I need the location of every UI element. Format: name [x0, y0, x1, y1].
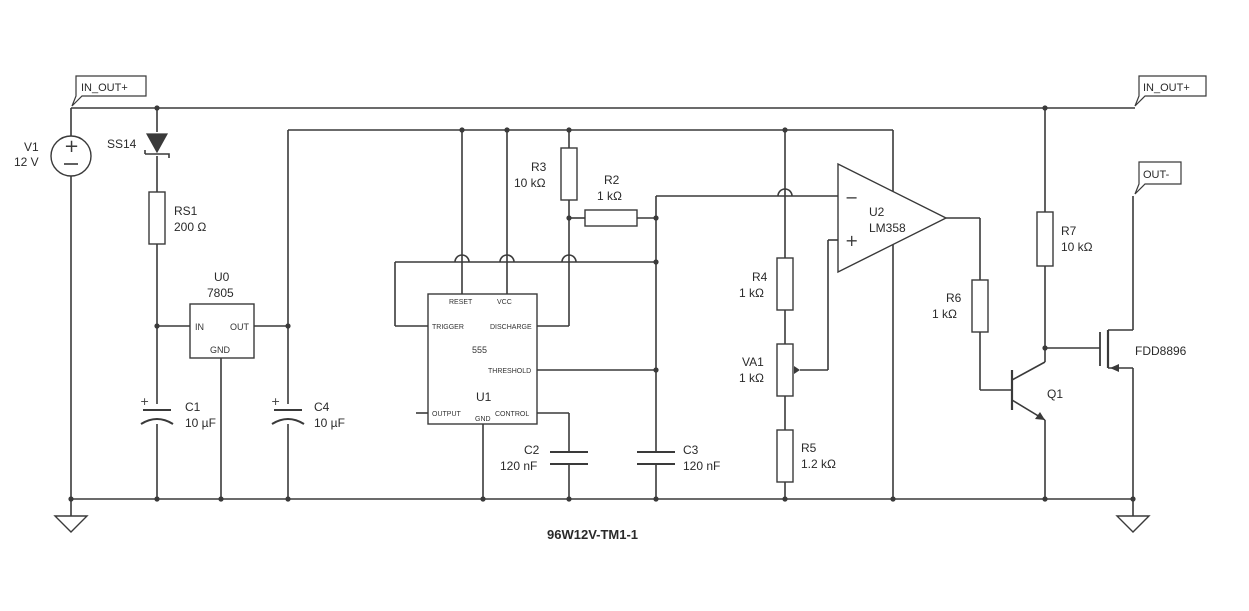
ground-symbol-right — [1115, 499, 1151, 533]
potentiometer-va1[interactable]: VA1 1 kΩ — [739, 343, 800, 397]
component-ref: VA1 — [742, 355, 764, 369]
mosfet-fdd8896[interactable]: FDD8896 — [1099, 329, 1187, 372]
plus-icon: + — [845, 231, 858, 250]
resistor-rs1[interactable]: RS1 200 Ω — [148, 191, 206, 245]
net-label-text: OUT- — [1143, 169, 1170, 181]
minus-icon: − — [845, 188, 858, 207]
regulator-u0[interactable]: U0 7805 IN OUT GND — [189, 270, 255, 359]
schematic-title: 96W12V-TM1-1 — [547, 527, 638, 542]
pin-label: TRIGGER — [432, 324, 464, 331]
component-ref: R2 — [604, 173, 620, 187]
component-ref: SS14 — [107, 137, 137, 151]
resistor-r6[interactable]: R6 1 kΩ — [932, 279, 989, 333]
opamp-u2[interactable]: − + U2 LM358 — [837, 162, 948, 274]
component-ref: R6 — [946, 291, 962, 305]
component-ref: C3 — [683, 443, 699, 457]
component-value: 555 — [472, 345, 487, 355]
diode-ss14[interactable]: SS14 — [107, 133, 170, 158]
svg-text:+: + — [271, 395, 280, 408]
pin-label: VCC — [497, 299, 512, 306]
transistor-q1[interactable]: Q1 — [1010, 361, 1063, 421]
component-ref: R4 — [752, 270, 768, 284]
pin-label: THRESHOLD — [488, 368, 531, 375]
component-ref: U2 — [869, 205, 885, 219]
pin-label: IN — [195, 322, 204, 332]
wire-hops — [454, 188, 793, 263]
component-ref: C2 — [524, 443, 540, 457]
pin-label: OUTPUT — [432, 411, 462, 418]
pin-label: DISCHARGE — [490, 324, 532, 331]
pin-label: RESET — [449, 299, 473, 306]
wiper-arrow-icon — [794, 366, 800, 374]
component-value: 1 kΩ — [739, 286, 764, 300]
net-label-out-minus[interactable]: OUT- — [1134, 161, 1182, 195]
timer-u1-555[interactable]: RESET VCC TRIGGER DISCHARGE 555 THRESHOL… — [427, 293, 538, 425]
component-value: 12 V — [14, 155, 39, 169]
component-value: 200 Ω — [174, 220, 206, 234]
pin-label: OUT — [230, 322, 250, 332]
component-value: 1.2 kΩ — [801, 457, 836, 471]
net-label-text: IN_OUT+ — [81, 82, 128, 94]
net-label-in-out-right[interactable]: IN_OUT+ — [1134, 75, 1207, 107]
component-ref: U1 — [476, 390, 492, 404]
resistor-r7[interactable]: R7 10 kΩ — [1036, 211, 1093, 267]
resistor-r5[interactable]: R5 1.2 kΩ — [776, 429, 836, 483]
capacitor-c3[interactable]: C3 120 nF — [637, 443, 720, 473]
emitter-arrow-icon — [1035, 412, 1045, 420]
component-ref: Q1 — [1047, 387, 1063, 401]
component-value: 120 nF — [683, 459, 720, 473]
diode-icon — [145, 133, 169, 154]
ground-symbol-left — [53, 499, 89, 533]
plus-icon: + — [64, 136, 79, 157]
component-ref: C4 — [314, 400, 330, 414]
resistor-r4[interactable]: R4 1 kΩ — [739, 257, 794, 311]
capacitor-c1[interactable]: + C1 10 µF — [140, 395, 216, 430]
component-ref: R3 — [531, 160, 547, 174]
svg-text:+: + — [140, 395, 149, 408]
channel-arrow-icon — [1110, 364, 1119, 372]
capacitor-c4[interactable]: + C4 10 µF — [271, 395, 345, 430]
pin-label: GND — [210, 345, 231, 355]
component-ref: FDD8896 — [1135, 344, 1187, 358]
component-value: 1 kΩ — [739, 371, 764, 385]
component-value: 7805 — [207, 286, 234, 300]
voltage-source-v1[interactable]: + V1 12 V — [14, 135, 92, 177]
component-ref: R7 — [1061, 224, 1077, 238]
capacitor-c2[interactable]: C2 120 nF — [500, 443, 588, 473]
pin-label: CONTROL — [495, 411, 529, 418]
component-value: 10 µF — [314, 416, 345, 430]
component-value: 10 kΩ — [1061, 240, 1093, 254]
net-label-text: IN_OUT+ — [1143, 82, 1190, 94]
resistor-r2[interactable]: R2 1 kΩ — [584, 173, 638, 227]
net-label-in-out-left[interactable]: IN_OUT+ — [71, 75, 147, 107]
component-ref: C1 — [185, 400, 201, 414]
component-value: 1 kΩ — [932, 307, 957, 321]
component-ref: V1 — [24, 140, 39, 154]
component-value: 10 µF — [185, 416, 216, 430]
component-ref: R5 — [801, 441, 817, 455]
component-ref: RS1 — [174, 204, 198, 218]
resistor-r3[interactable]: R3 10 kΩ — [514, 147, 578, 201]
component-value: 120 nF — [500, 459, 537, 473]
component-ref: U0 — [214, 270, 230, 284]
component-value: LM358 — [869, 221, 906, 235]
component-value: 10 kΩ — [514, 176, 546, 190]
pin-label: GND — [475, 416, 491, 423]
component-value: 1 kΩ — [597, 189, 622, 203]
